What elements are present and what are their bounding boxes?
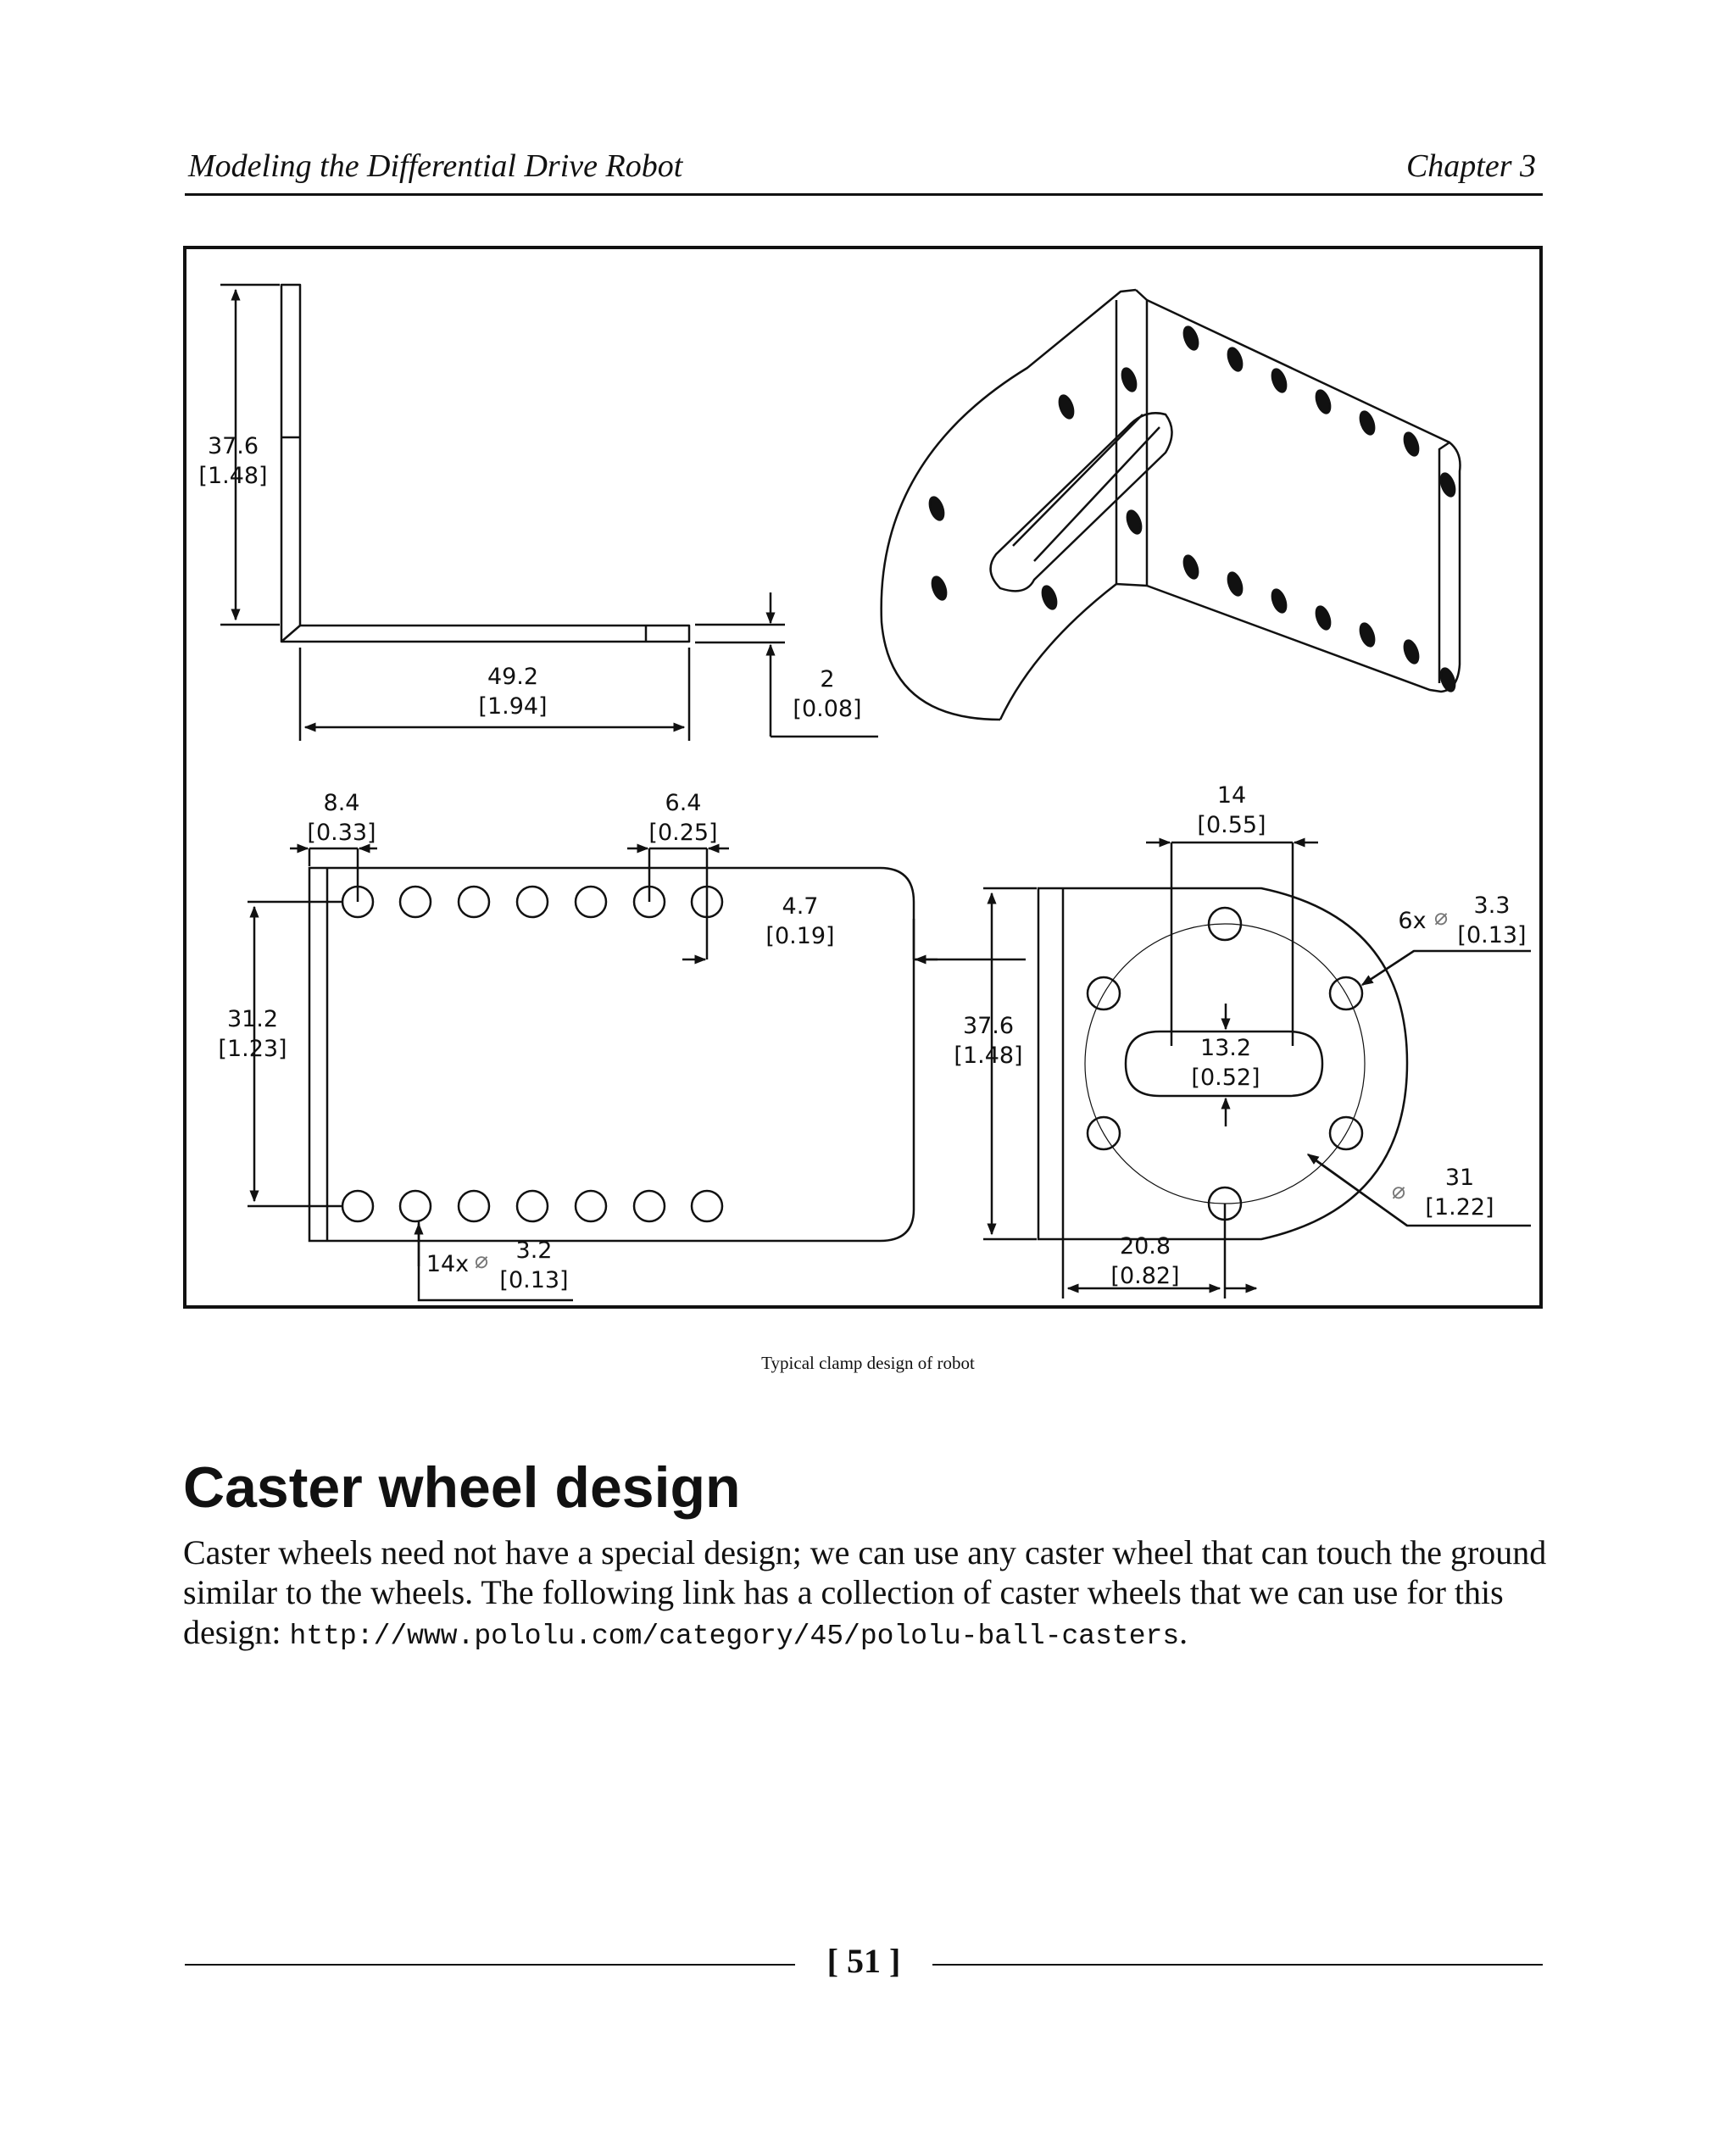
isometric-view [880, 288, 1461, 721]
upper-hole-row [341, 885, 724, 919]
dim-center-offset-mm: 20.8 [1120, 1233, 1171, 1260]
side-view [220, 283, 878, 741]
dim-row-spacing-mm: 31.2 [227, 1006, 278, 1032]
dim-bolt-circle-in: [1.22] [1425, 1194, 1494, 1221]
dim-mount-holes-in: [0.13] [1457, 922, 1526, 948]
dim-thickness-in: [0.08] [793, 696, 861, 722]
dim-hole-pitch-in: [0.25] [648, 820, 717, 846]
section-title: Caster wheel design [183, 1455, 741, 1520]
diameter-symbol: ⌀ [475, 1248, 488, 1274]
dim-side-length-in: [1.94] [478, 693, 547, 720]
chapter-title: Modeling the Differential Drive Robot [188, 148, 683, 184]
dim-slot-length-in: [0.55] [1197, 812, 1266, 838]
body-text: Caster wheels need not have a special de… [183, 1533, 1547, 1651]
caster-link[interactable]: http://www.pololu.com/category/45/pololu… [289, 1621, 1180, 1652]
technical-drawing: 37.6 [1.48] 49.2 [1.94] 2 [0.08] 8.4 [0.… [198, 283, 1531, 1302]
footer-rule-right [932, 1964, 1543, 1966]
dim-bolt-circle-mm: 31 [1445, 1165, 1474, 1191]
hole-pattern-view [248, 843, 1026, 1302]
dim-slot-length-mm: 14 [1217, 782, 1246, 809]
dim-thickness-mm: 2 [820, 666, 834, 692]
running-header: Modeling the Differential Drive Robot Ch… [185, 142, 1543, 196]
page-footer: [ 51 ] [185, 1938, 1543, 1988]
dim-center-offset-in: [0.82] [1110, 1263, 1179, 1289]
dim-row-spacing-in: [1.23] [218, 1036, 287, 1062]
dimension-labels: 37.6 [1.48] 49.2 [1.94] 2 [0.08] 8.4 [0.… [198, 433, 1526, 1293]
lower-hole-row [341, 1189, 724, 1223]
dim-edge-offset-mm: 8.4 [324, 790, 360, 816]
dim-small-holes-in: [0.13] [499, 1267, 568, 1293]
figure-caption: Typical clamp design of robot [761, 1353, 975, 1373]
dim-front-height-in: [1.48] [954, 1043, 1022, 1069]
dim-hole-pitch-mm: 6.4 [665, 790, 702, 816]
dim-small-holes-mm: 3.2 [516, 1237, 553, 1264]
body-paragraph: Caster wheels need not have a special de… [183, 1532, 1548, 1656]
dim-side-height-mm: 37.6 [208, 433, 259, 459]
dim-side-length-mm: 49.2 [487, 664, 538, 690]
body-end: . [1179, 1613, 1188, 1651]
dim-edge-offset-in: [0.33] [307, 820, 376, 846]
dim-mount-holes-mm: 3.3 [1474, 893, 1511, 919]
dim-small-holes-count: 14x [426, 1251, 469, 1277]
dim-slot-width-in: [0.52] [1191, 1065, 1260, 1091]
dim-front-height-mm: 37.6 [963, 1013, 1014, 1039]
chapter-number: Chapter 3 [1405, 148, 1536, 184]
diameter-symbol: ⌀ [1434, 904, 1448, 931]
footer-rule-left [185, 1964, 795, 1966]
mount-face-view [983, 837, 1531, 1299]
diameter-symbol: ⌀ [1392, 1178, 1405, 1204]
dim-edge-margin-in: [0.19] [765, 923, 834, 949]
dim-slot-width-mm: 13.2 [1200, 1035, 1251, 1061]
page-number: [ 51 ] [826, 1942, 901, 1980]
dim-side-height-in: [1.48] [198, 463, 267, 489]
dim-edge-margin-mm: 4.7 [782, 893, 819, 920]
clamp-drawing-figure: 37.6 [1.48] 49.2 [1.94] 2 [0.08] 8.4 [0.… [183, 246, 1543, 1309]
dim-mount-holes-count: 6x [1398, 908, 1426, 934]
